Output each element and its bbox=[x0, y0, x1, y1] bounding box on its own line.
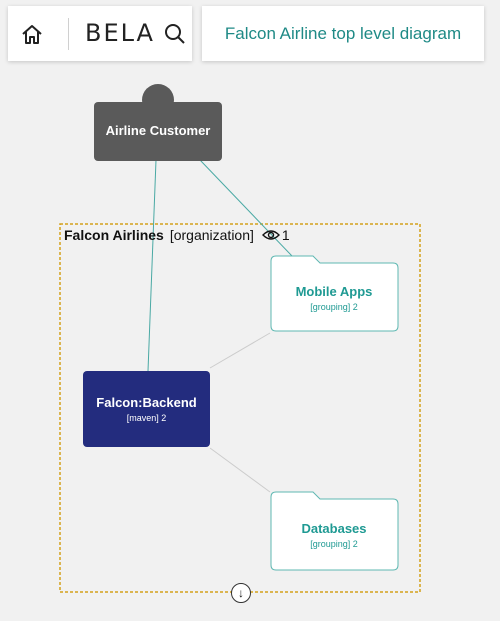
mobile-apps-name: Mobile Apps bbox=[295, 284, 373, 299]
mobile-apps-folder[interactable] bbox=[270, 255, 399, 332]
arrow-down-icon: ↓ bbox=[238, 586, 244, 600]
brand-logo[interactable]: BELA bbox=[85, 19, 155, 47]
edge-backend-mobile bbox=[209, 332, 271, 369]
airline-customer-node[interactable] bbox=[94, 84, 222, 161]
mobile-apps-text: Mobile Apps [grouping] 2 bbox=[270, 284, 398, 312]
falcon-backend-text: Falcon:Backend [maven] 2 bbox=[83, 395, 210, 423]
falcon-backend-node[interactable] bbox=[83, 371, 210, 447]
organization-kind: [organization] bbox=[169, 227, 254, 243]
diagram-title: Falcon Airline top level diagram bbox=[202, 6, 484, 61]
falcon-backend-name: Falcon:Backend bbox=[96, 395, 197, 410]
eye-icon[interactable] bbox=[261, 229, 280, 241]
databases-name: Databases bbox=[301, 521, 367, 536]
falcon-backend-sub: [maven] 2 bbox=[126, 413, 167, 423]
databases-folder[interactable] bbox=[270, 491, 399, 571]
organization-name: Falcon Airlines bbox=[64, 227, 164, 243]
organization-header: Falcon Airlines [organization] 1 bbox=[64, 227, 290, 243]
mobile-apps-sub: [grouping] 2 bbox=[310, 302, 358, 312]
edge-customer-mobile bbox=[199, 159, 293, 257]
edge-backend-databases bbox=[209, 447, 271, 493]
home-icon[interactable] bbox=[20, 23, 44, 45]
airline-customer-label: Airline Customer bbox=[105, 123, 211, 138]
expand-down-button[interactable]: ↓ bbox=[231, 583, 251, 603]
organization-view-count: 1 bbox=[281, 227, 290, 243]
toolbar-divider bbox=[68, 18, 69, 50]
edge-customer-backend bbox=[147, 159, 157, 372]
databases-sub: [grouping] 2 bbox=[310, 539, 358, 549]
search-icon[interactable] bbox=[164, 23, 186, 45]
toolbar: BELA bbox=[8, 6, 192, 61]
databases-text: Databases [grouping] 2 bbox=[270, 521, 398, 549]
